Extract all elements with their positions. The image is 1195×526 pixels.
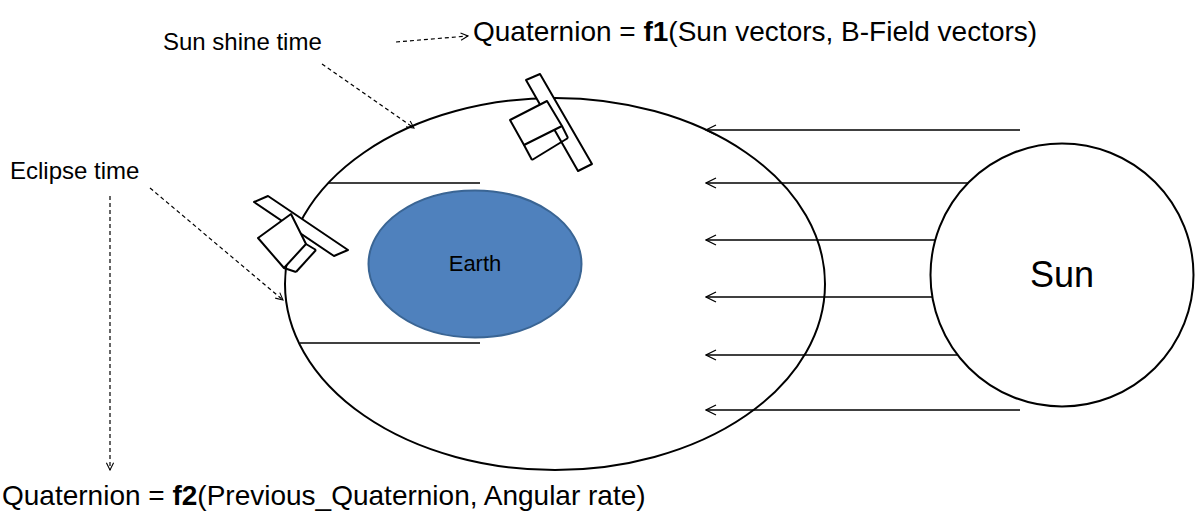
phase-label: Eclipse time — [10, 157, 139, 185]
earth-ellipse: Earth — [367, 189, 583, 339]
satellite — [510, 74, 592, 171]
formula-label: Quaternion = f2(Previous_Quaternion, Ang… — [2, 480, 646, 512]
shadow-line — [300, 342, 480, 344]
text-segment: f1 — [643, 16, 668, 47]
text-segment: Quaternion = — [2, 480, 172, 511]
orbit-ellipse — [285, 98, 825, 470]
shadow-line — [328, 182, 480, 184]
sun-circle — [931, 144, 1194, 407]
text-segment: f2 — [172, 480, 197, 511]
text-segment: Quaternion = — [473, 16, 643, 47]
formula-label: Quaternion = f1(Sun vectors, B-Field vec… — [473, 16, 1037, 48]
text-segment: (Previous_Quaternion, Angular rate) — [197, 480, 645, 511]
text-segment: (Sun vectors, B-Field vectors) — [668, 16, 1037, 47]
node-label: Sun — [1030, 254, 1094, 296]
phase-label: Sun shine time — [163, 28, 322, 56]
earth-ellipse — [369, 191, 582, 338]
sun-circle: Sun — [929, 142, 1195, 408]
text-segment: Eclipse time — [10, 157, 139, 184]
node-label: Earth — [449, 251, 502, 277]
satellite — [254, 196, 348, 272]
text-segment: Sun shine time — [163, 28, 322, 55]
